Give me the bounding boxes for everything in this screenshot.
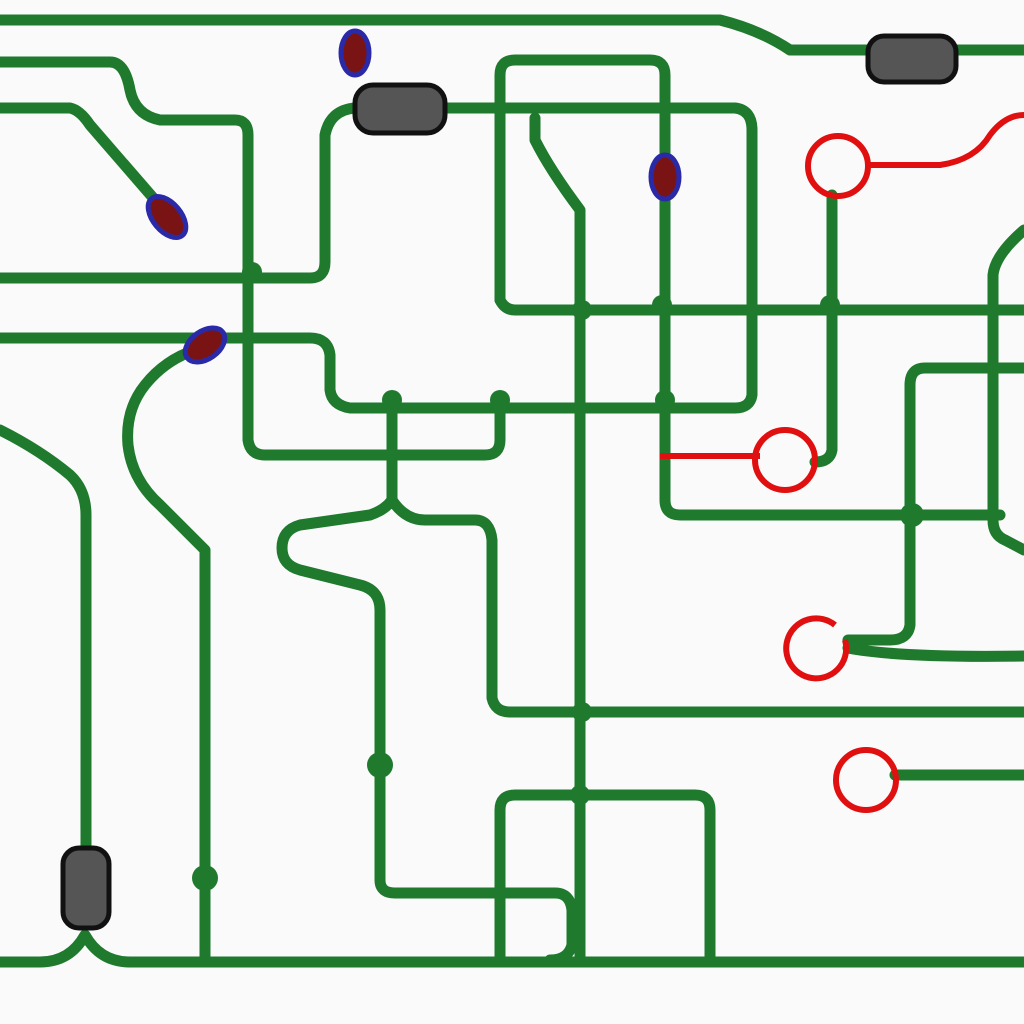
wire-vertical-left: [242, 274, 506, 461]
junction-dot: [242, 262, 262, 282]
wire-left-long: [0, 424, 92, 856]
wire-top-rail: [0, 14, 1024, 56]
led-upper-left: [145, 194, 189, 240]
wire-horizontal-308: [494, 294, 1024, 316]
components: [60, 33, 959, 931]
wire-mid-rail: [0, 102, 758, 414]
wire-left-upper: [0, 56, 254, 286]
junction-dots: [192, 262, 924, 891]
wire-loop-top: [494, 54, 671, 306]
led-left-mid: [182, 325, 228, 365]
wire-right-edge: [987, 224, 1024, 556]
wire-bottom-rail: [0, 929, 1024, 968]
signal-pad-2: [752, 427, 818, 493]
junction-dot: [367, 752, 393, 778]
wire-pad3: [842, 642, 1024, 662]
junction-dot: [572, 702, 592, 722]
resistor-bottom-left: [60, 845, 112, 931]
leds: [145, 28, 682, 365]
wire-led-left: [122, 344, 211, 966]
signal-wire-top: [870, 112, 1024, 168]
signal-traces: [660, 112, 1024, 813]
wire-right-vert: [659, 294, 1006, 521]
wire-left-diagonal: [0, 102, 161, 206]
wire-center-t: [276, 394, 578, 966]
junction-dot: [900, 503, 924, 527]
junction-dot: [382, 390, 402, 410]
junction-dot: [192, 865, 218, 891]
wire-signal-to-pad: [809, 189, 838, 468]
wire-center-right: [386, 494, 1024, 718]
signal-pad-4: [833, 747, 899, 813]
junction-dot: [490, 390, 510, 410]
junction-dot: [570, 785, 590, 805]
signal-pad-3: [783, 615, 850, 682]
wire-bottom-box: [494, 789, 716, 966]
signal-pad-1: [805, 133, 871, 199]
junction-dot: [820, 295, 840, 315]
led-center: [648, 152, 682, 202]
resistor-top: [352, 82, 448, 136]
junction-dot: [652, 295, 672, 315]
resistor-top-right: [865, 33, 959, 85]
junction-dot: [572, 300, 592, 320]
wire-curve-center: [529, 112, 586, 966]
led-top: [338, 28, 372, 78]
junction-dot: [655, 390, 675, 410]
